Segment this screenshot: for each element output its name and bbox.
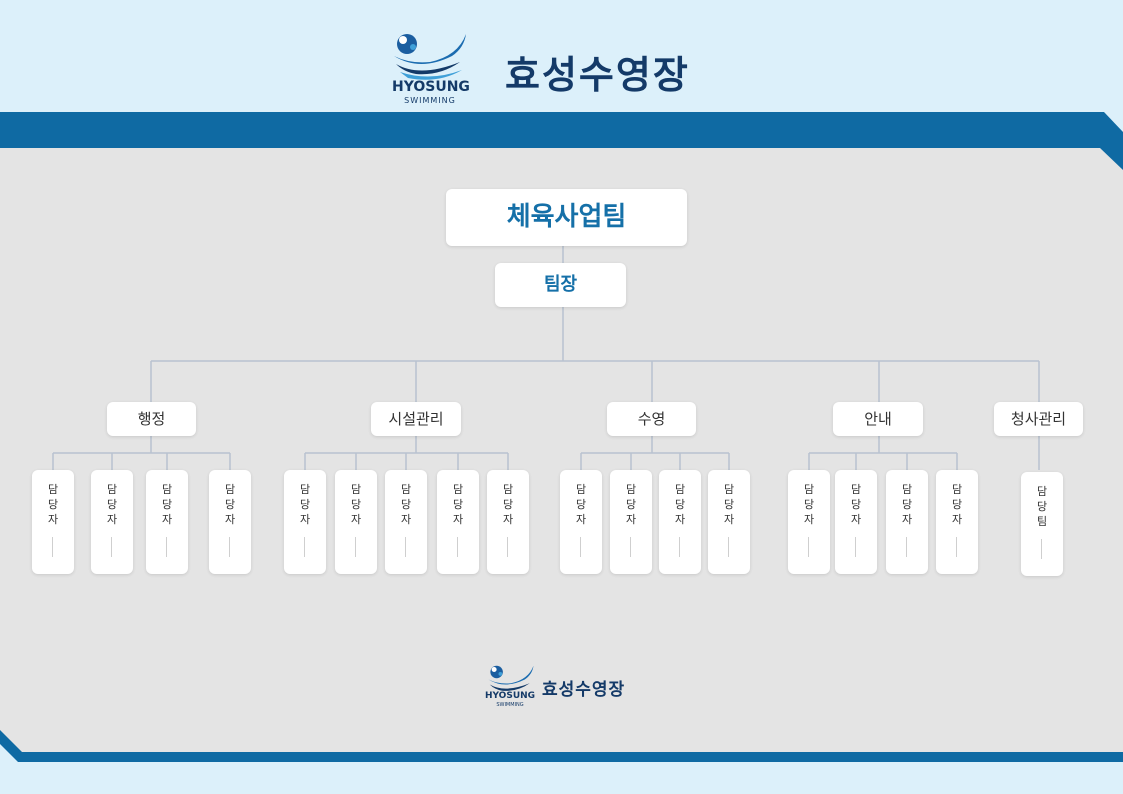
logo-text: HYOSUNG <box>392 79 470 95</box>
team-leader: 팀장 <box>543 274 578 295</box>
staff-line <box>457 537 458 557</box>
team-leader-box: 팀장 <box>495 263 626 307</box>
staff-line <box>304 537 305 557</box>
staff-line <box>355 537 356 557</box>
staff-line <box>507 537 508 557</box>
staff-line <box>166 537 167 557</box>
dept-guide: 안내 <box>833 402 923 436</box>
dept-facility: 시설관리 <box>371 402 461 436</box>
footer-title: 효성수영장 <box>542 680 626 700</box>
brand-title: 효성수영장 <box>505 53 690 97</box>
staff-line <box>1041 539 1042 559</box>
dept-building: 청사관리 <box>994 402 1083 436</box>
staff-line <box>580 537 581 557</box>
team-title: 체육사업팀 <box>506 202 627 232</box>
team-title-box: 체육사업팀 <box>446 189 687 246</box>
staff-line <box>679 537 680 557</box>
frame <box>0 112 1123 762</box>
staff-line <box>52 537 53 557</box>
staff-line <box>956 537 957 557</box>
logo-subtext: SWIMMING <box>404 96 456 105</box>
staff-line <box>855 537 856 557</box>
staff-line <box>111 537 112 557</box>
header: HYOSUNG SWIMMING 효성수영장 <box>0 0 1123 112</box>
hyosung-logo-icon <box>394 34 466 80</box>
staff-line <box>405 537 406 557</box>
staff-line <box>808 537 809 557</box>
footer-logo-icon <box>488 665 534 691</box>
staff-line <box>630 537 631 557</box>
staff-line <box>906 537 907 557</box>
staff-line <box>229 537 230 557</box>
staff-line <box>728 537 729 557</box>
footer-logo-subtext: SWIMMING <box>496 702 524 708</box>
dept-administration: 행정 <box>107 402 196 436</box>
dept-swimming: 수영 <box>607 402 696 436</box>
footer-logo-text: HYOSUNG <box>484 691 536 701</box>
